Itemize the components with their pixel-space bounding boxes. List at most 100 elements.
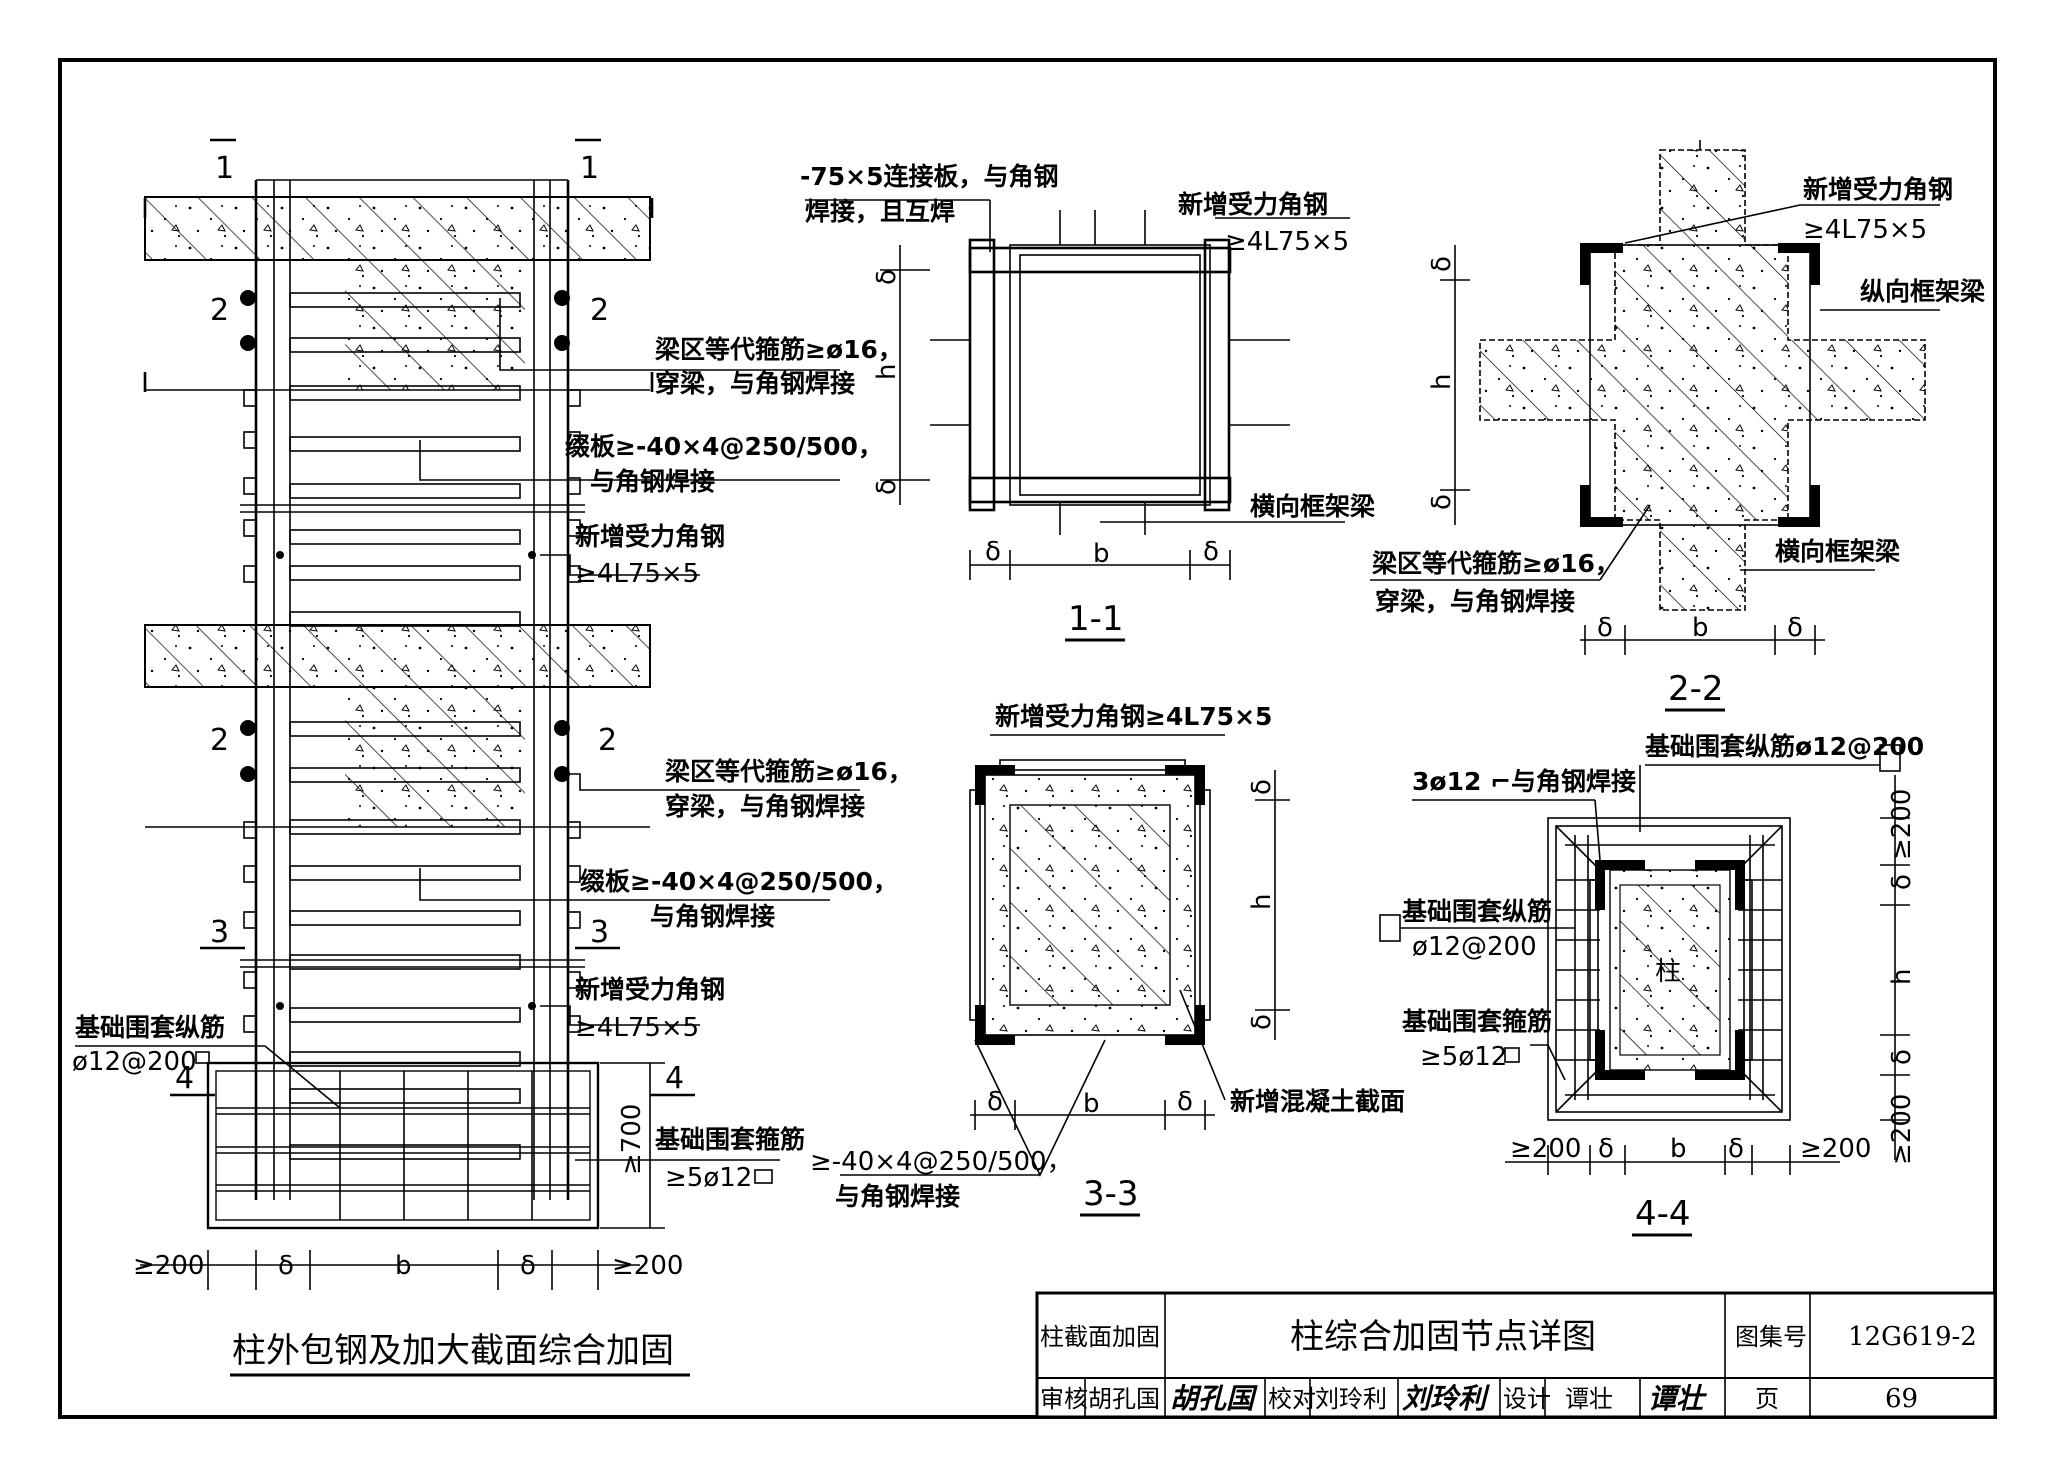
tb-checker: 刘玲利 [1315,1385,1387,1413]
s44-label-found-long-top: 基础围套纵筋ø12@200 [1645,732,1924,761]
s11-dim-delta-top: δ [872,269,902,285]
s22-dim-delta-left: δ [1597,613,1613,643]
s11-label-new-angle: 新增受力角钢 [1178,190,1328,219]
label-foundation-stirrup: 基础围套箍筋 [655,1125,805,1154]
section-mark-2-left-upper: 2 [210,293,229,328]
s44-label-found-long: 基础围套纵筋 [1402,897,1552,926]
s44-label-found-stirrup-2: ≥5ø12 [1420,1042,1507,1072]
tb-category: 柱截面加固 [1040,1323,1160,1351]
s33-title: 3-3 [1083,1174,1139,1214]
s22-label-new-angle: 新增受力角钢 [1803,175,1953,204]
s33-label-new-angle: 新增受力角钢≥4L75×5 [995,702,1272,731]
s33-dim-b: b [1083,1089,1100,1119]
s33-dim-delta-top: δ [1247,779,1277,795]
tb-checker-signature: 刘玲利 [1402,1382,1490,1415]
tb-page-label: 页 [1755,1385,1779,1413]
s33-dim-h: h [1247,894,1277,910]
s11-dim-delta-left: δ [985,537,1001,567]
section-mark-2-right-lower: 2 [598,723,617,758]
section-mark-2-right-upper: 2 [590,293,609,328]
s33-dim-delta-right: δ [1177,1087,1193,1117]
tb-atlas-label: 图集号 [1735,1323,1807,1351]
section-mark-3-right: 3 [590,915,609,950]
s44-label-weld: 3ø12 ⌐与角钢焊接 [1412,767,1636,796]
s22-label-transverse-beam: 横向框架梁 [1775,537,1900,566]
s11-label-plate-2: 焊接，且互焊 [805,197,955,226]
s22-title: 2-2 [1668,669,1724,709]
tb-reviewer: 胡孔国 [1088,1385,1160,1413]
section-mark-4-right: 4 [665,1061,684,1096]
label-batten-lower: 缀板≥-40×4@250/500， [580,867,898,896]
s44-dim-200-top: ≥200 [1887,789,1917,860]
tb-atlas-no: 12G619-2 [1848,1322,1977,1352]
label-foundation-longitudinal-2: ø12@200 [72,1047,197,1077]
s33-dim-delta-bottom: δ [1247,1014,1277,1030]
s44-dim-b: b [1670,1134,1687,1164]
label-beam-stirrup-lower: 梁区等代箍筋≥ø16， [664,757,913,786]
title-block: 柱截面加固 柱综合加固节点详图 图集号 12G619-2 审核 胡孔国 胡孔国 … [1035,1291,1997,1419]
s11-dim-delta-right: δ [1203,537,1219,567]
main-view-title: 柱外包钢及加大截面综合加固 [232,1331,674,1371]
s33-label-new-concrete: 新增混凝土截面 [1230,1087,1405,1116]
tb-review-label: 审核 [1040,1385,1088,1413]
s11-label-transverse-beam: 横向框架梁 [1250,492,1375,521]
s11-label-new-angle-2: ≥4L75×5 [1225,227,1349,257]
s22-dim-b: b [1692,613,1709,643]
section-1-1: -75×5连接板，与角钢 焊接，且互焊 新增受力角钢 ≥4L75×5 横向框架梁… [800,162,1375,642]
dim-bottom-200-right: ≥200 [612,1251,683,1281]
s11-title: 1-1 [1068,599,1124,639]
s22-label-new-angle-2: ≥4L75×5 [1803,215,1927,245]
s44-dim-200-left: ≥200 [1510,1134,1581,1164]
label-beam-stirrup-lower-2: 穿梁，与角钢焊接 [665,792,865,821]
section-mark-3-left: 3 [210,915,229,950]
s22-dim-h: h [1427,374,1457,390]
s22-label-stirrup: 梁区等代箍筋≥ø16， [1371,549,1620,578]
s44-dim-h: h [1887,969,1917,985]
label-beam-stirrup-upper: 梁区等代箍筋≥ø16， [654,335,903,364]
s33-label-batten: ≥-40×4@250/500， [810,1147,1073,1177]
label-foundation-longitudinal: 基础围套纵筋 [75,1013,225,1042]
s44-dim-200-right: ≥200 [1800,1134,1871,1164]
section-4-4: 柱 基础围套纵筋ø12@200 3ø12 ⌐与角钢焊接 基础围套纵筋 ø12@2… [1379,732,1924,1237]
label-batten-lower-2: 与角钢焊接 [650,902,775,931]
dim-bottom-b: b [395,1251,412,1281]
s44-label-column: 柱 [1655,957,1681,987]
section-mark-1-right: 1 [580,151,599,186]
label-foundation-stirrup-2: ≥5ø12 [665,1163,752,1193]
tb-designer-signature: 谭壮 [1648,1382,1708,1415]
s44-dim-200-bottom: ≥200 [1887,1094,1917,1165]
s22-dim-delta-bottom: δ [1427,494,1457,510]
s33-dim-delta-left: δ [987,1087,1003,1117]
s11-dim-b: b [1093,539,1110,569]
tb-design-label: 设计 [1503,1385,1551,1413]
section-mark-4-left: 4 [175,1061,194,1096]
dim-h700: ≥700 [617,1104,647,1175]
label-new-angle-upper: 新增受力角钢 [575,522,725,551]
tb-page-no: 69 [1885,1384,1918,1414]
section-mark-2-left-lower: 2 [210,723,229,758]
s44-label-found-stirrup: 基础围套箍筋 [1402,1007,1552,1036]
s22-dim-delta-top: δ [1427,256,1457,272]
section-3-3: 新增受力角钢≥4L75×5 新增混凝土截面 ≥-40×4@250/500， 与角… [810,702,1405,1217]
section-mark-1-left: 1 [215,151,234,186]
section-2-2: 新增受力角钢 ≥4L75×5 纵向框架梁 横向框架梁 梁区等代箍筋≥ø16， 穿… [1370,140,1985,712]
s44-dim-delta-right: δ [1728,1134,1744,1164]
dim-bottom-delta-right: δ [520,1251,536,1281]
s44-dim-delta-left: δ [1598,1134,1614,1164]
label-new-angle-lower: 新增受力角钢 [575,975,725,1004]
s44-dim-delta-top: δ [1887,874,1917,890]
s44-dim-delta-bottom: δ [1887,1049,1917,1065]
tb-drawing-title: 柱综合加固节点详图 [1290,1317,1596,1357]
s22-dim-delta-right: δ [1787,613,1803,643]
label-batten-upper-2: 与角钢焊接 [590,467,715,496]
dim-bottom-200-left: ≥200 [133,1251,204,1281]
tb-check-label: 校对 [1268,1385,1316,1413]
s44-label-found-long-2: ø12@200 [1412,932,1537,962]
s44-title: 4-4 [1635,1194,1691,1234]
tb-designer: 谭壮 [1565,1385,1613,1413]
s11-label-plate: -75×5连接板，与角钢 [800,162,1059,191]
label-batten-upper: 缀板≥-40×4@250/500， [565,432,883,461]
s22-label-stirrup-2: 穿梁，与角钢焊接 [1375,587,1575,616]
label-beam-stirrup-upper-2: 穿梁，与角钢焊接 [655,369,855,398]
